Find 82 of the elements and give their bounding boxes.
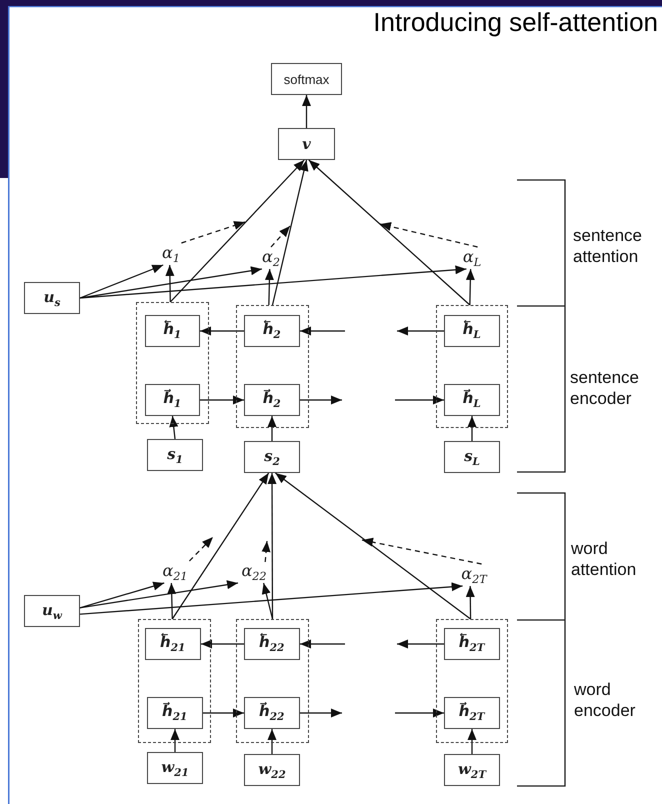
arrow: [268, 473, 277, 619]
attention-weight-label: α$_{L}$: [458, 247, 486, 269]
arrow: [80, 582, 164, 608]
arrow: [397, 640, 444, 648]
vector-box: h⃖$_{22}$: [244, 628, 300, 660]
dashed-arrow: [380, 222, 478, 248]
arrow: [302, 95, 311, 128]
arrow: [80, 580, 238, 608]
arrow: [300, 326, 345, 336]
vector-box: u$_{s}$: [24, 282, 80, 314]
arrow: [466, 268, 475, 306]
arrow: [172, 472, 270, 620]
arrow: [170, 729, 180, 752]
vector-box: w$_{2T}$: [444, 754, 500, 786]
arrow: [169, 416, 178, 440]
vector-box: h⃗$_{1}$: [144, 384, 200, 416]
attention-weight-label: α$_{21}$: [157, 561, 193, 583]
vector-box: h⃖$_{2T}$: [444, 628, 500, 660]
arrow: [201, 640, 244, 648]
vector-box: s$_{L}$: [444, 441, 500, 473]
arrow: [468, 729, 476, 754]
arrow: [167, 582, 176, 620]
attention-weight-label: α$_{2T}$: [455, 564, 493, 586]
dashed-arrow: [362, 538, 482, 565]
dashed-group-box: [136, 302, 209, 424]
arrow: [395, 708, 444, 718]
arrow: [395, 396, 444, 404]
arrow: [300, 708, 342, 718]
arrow: [300, 640, 345, 648]
arrow: [275, 472, 471, 620]
bracket-label: sentence attention: [573, 225, 643, 267]
bracket-label: sentence encoder: [570, 367, 640, 409]
arrow: [264, 268, 274, 306]
arrow: [268, 416, 276, 441]
dashed-arrow: [188, 536, 214, 562]
attention-weight-label: α$_{22}$: [238, 562, 270, 583]
dashed-group-box: [436, 305, 508, 428]
dashed-group-box: [138, 619, 211, 743]
arrow: [468, 416, 476, 441]
arrow: [170, 160, 305, 302]
arrow: [200, 396, 244, 404]
vector-box: s$_{1}$: [147, 439, 203, 471]
arrow: [397, 326, 444, 336]
vector-box: v: [278, 128, 335, 160]
arrow: [466, 586, 475, 619]
vector-box: u$_{w}$: [24, 595, 80, 627]
vector-box: h⃖$_{2}$: [244, 314, 300, 347]
vector-box: w$_{21}$: [147, 752, 203, 784]
dashed-group-box: [436, 619, 508, 743]
dashed-arrow: [262, 540, 271, 562]
vector-box: h⃖$_{L}$: [444, 314, 500, 347]
arrow: [80, 265, 466, 299]
arrow: [203, 708, 244, 718]
dashed-arrow: [270, 226, 290, 248]
bracket-label: word attention: [571, 538, 638, 580]
vector-box: w$_{22}$: [244, 754, 300, 786]
arrow: [80, 266, 262, 299]
arrow: [80, 264, 164, 299]
vector-box: h⃖$_{1}$: [144, 314, 200, 347]
vector-box: s$_{2}$: [244, 441, 300, 473]
arrow: [80, 582, 463, 615]
arrow: [308, 160, 470, 306]
arrow: [200, 326, 244, 336]
vector-box: h⃖$_{21}$: [144, 628, 201, 660]
softmax-box: softmax: [271, 63, 342, 95]
arrow: [268, 729, 276, 754]
slide-title: Introducing self-attention: [373, 6, 658, 38]
arrow: [165, 264, 174, 302]
bracket-label: word encoder: [574, 679, 636, 721]
arrow: [272, 160, 308, 306]
dashed-group-box: [236, 619, 309, 743]
attention-weight-label: α$_{1}$: [158, 243, 184, 265]
vector-box: h⃗$_{2}$: [244, 384, 300, 416]
dashed-group-box: [236, 305, 309, 428]
vector-box: h⃗$_{L}$: [444, 384, 500, 416]
arrow: [300, 396, 342, 404]
vector-box: h⃗$_{2T}$: [444, 696, 500, 729]
vector-box: h⃗$_{21}$: [146, 696, 203, 729]
arrow: [262, 582, 274, 620]
dashed-arrow: [181, 221, 246, 244]
attention-weight-label: α$_{2}$: [258, 247, 284, 269]
vector-box: h⃗$_{22}$: [244, 696, 300, 729]
